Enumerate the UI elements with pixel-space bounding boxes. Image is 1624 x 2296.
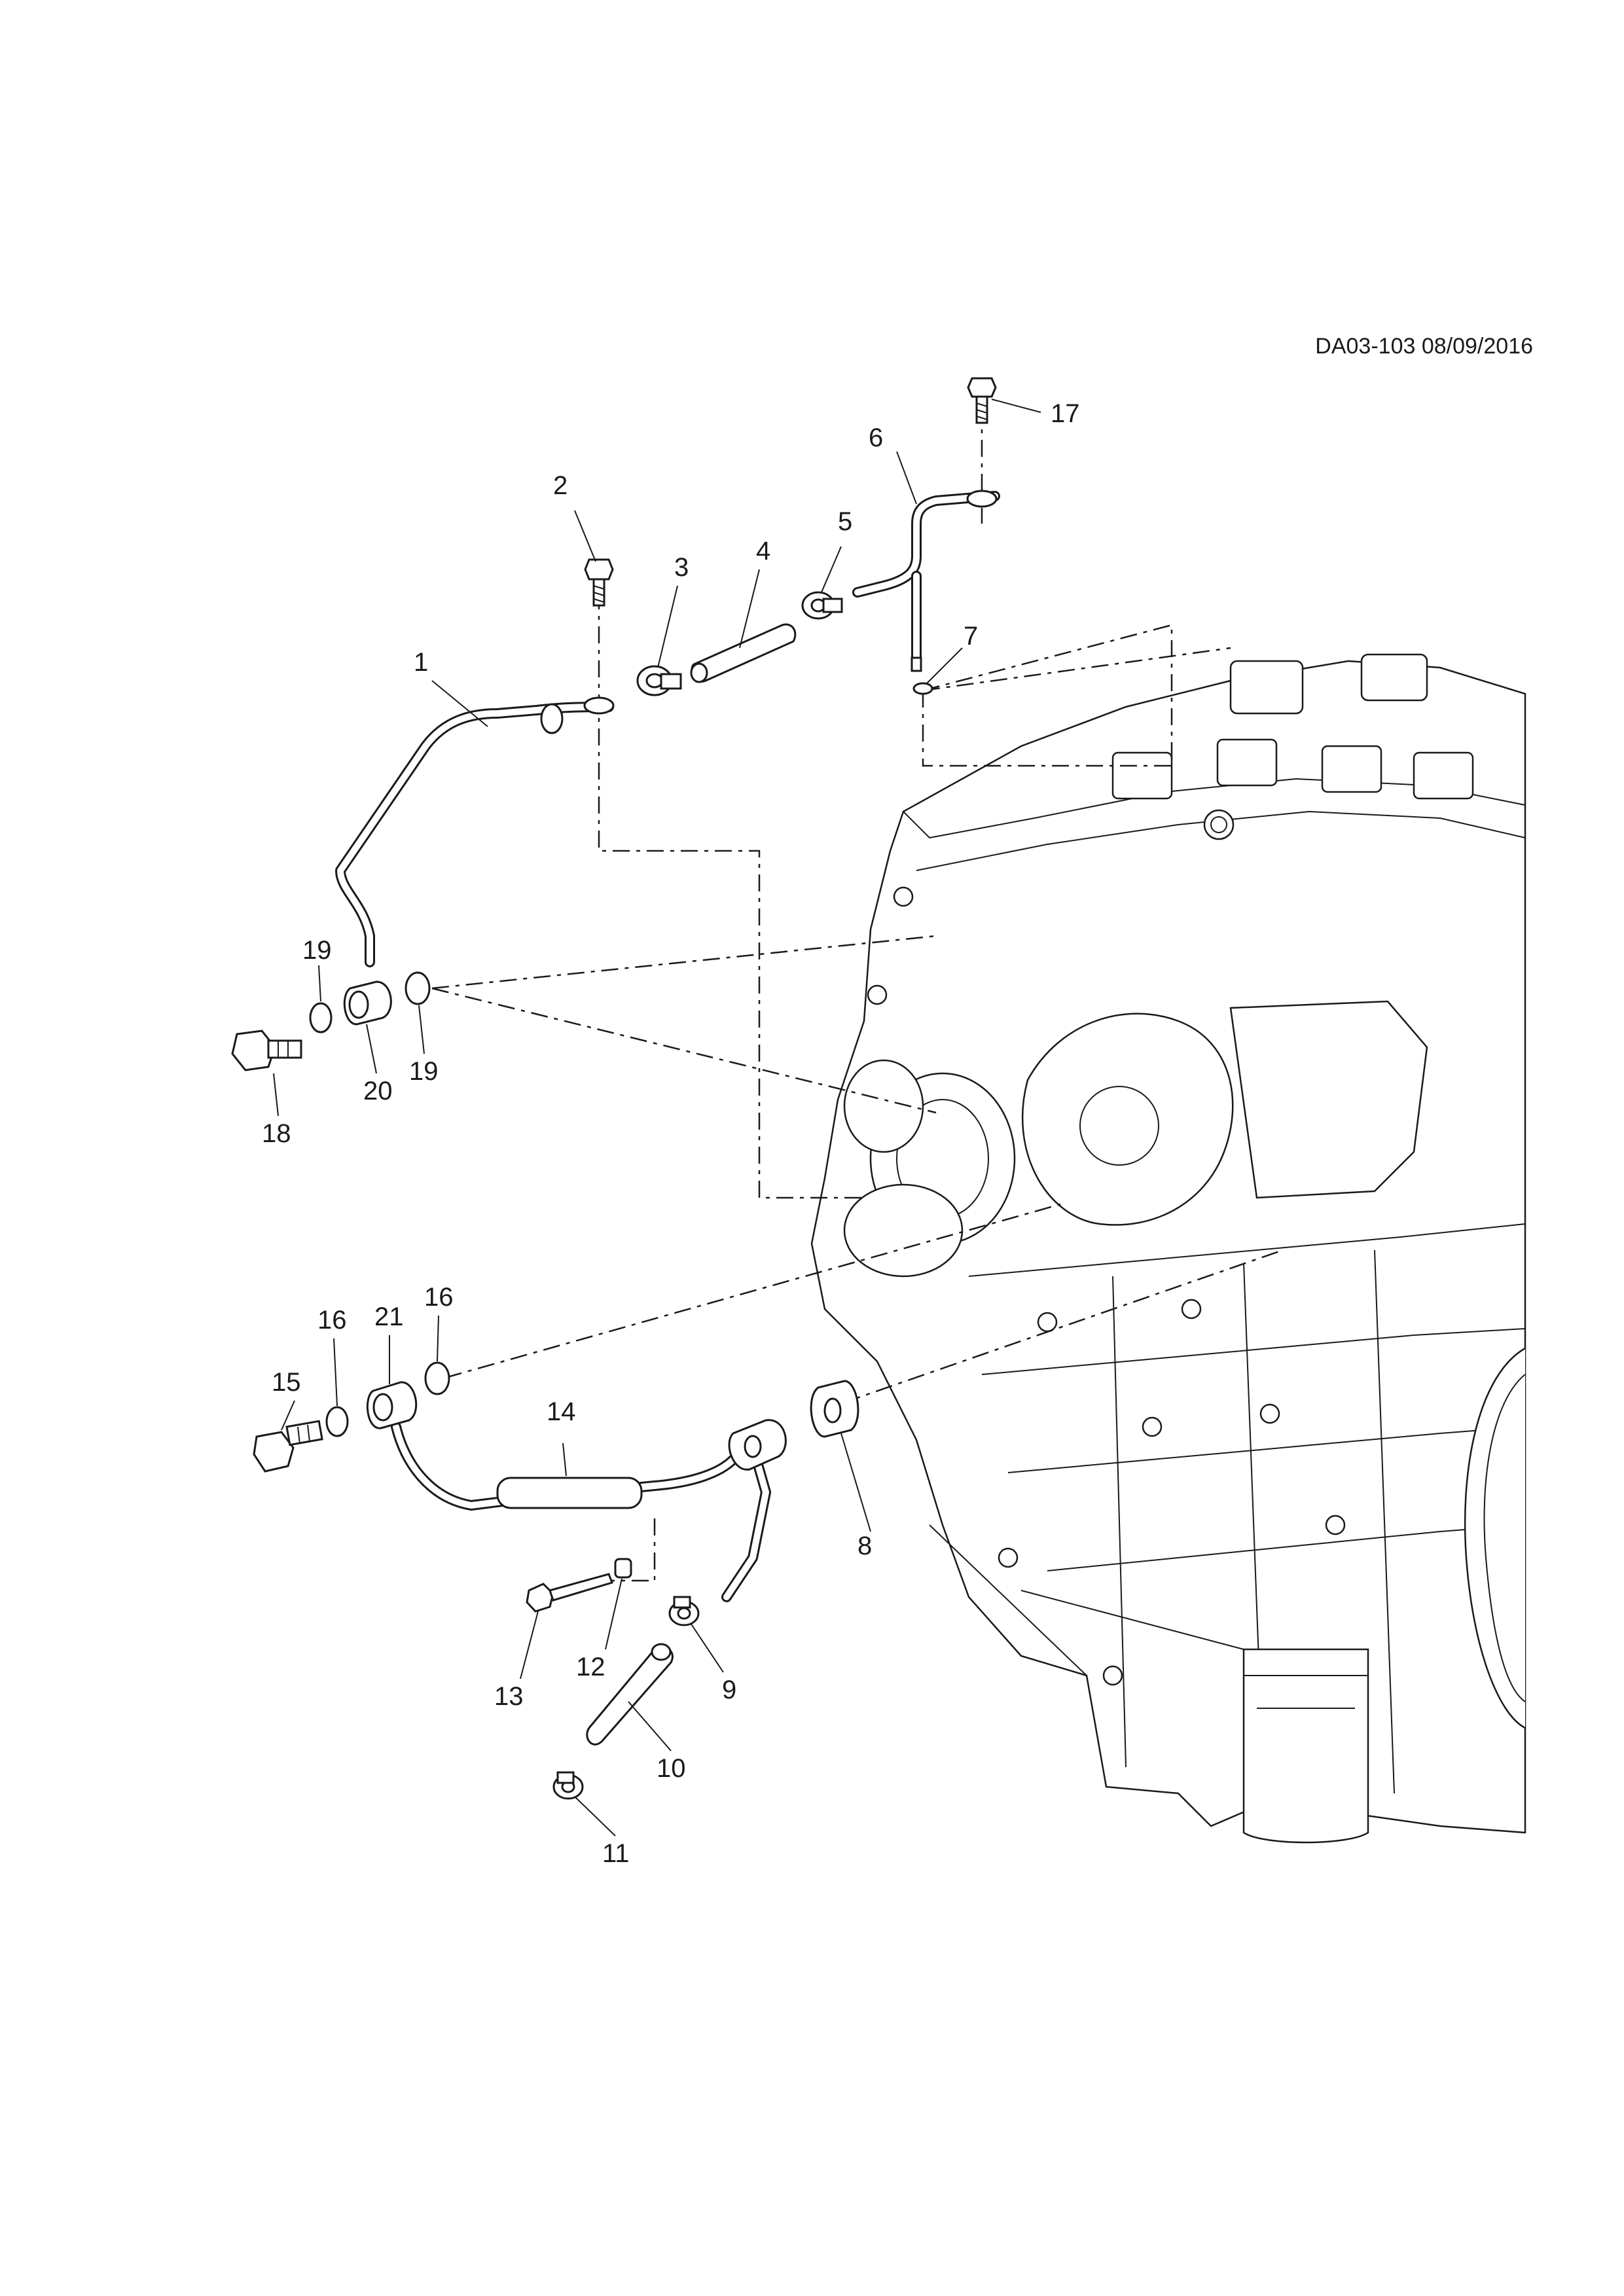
banjo-group-lower	[253, 1361, 450, 1473]
callout-9: 9	[722, 1676, 736, 1704]
part-4-hose	[690, 623, 797, 683]
part-14-oil-return-pipe	[391, 1419, 787, 1602]
part-19-washer-left	[309, 1002, 333, 1033]
part-18-banjo-bolt	[231, 1030, 302, 1071]
banjo-group-upper	[231, 971, 431, 1071]
callout-2: 2	[553, 471, 568, 500]
leader-lines	[273, 399, 1041, 1837]
callout-3: 3	[674, 553, 689, 582]
part-21-banjo-fitting	[366, 1381, 418, 1429]
part-15-banjo-bolt	[253, 1420, 323, 1473]
part-8-gasket	[810, 1380, 859, 1438]
callout-1: 1	[414, 648, 428, 677]
callout-14: 14	[547, 1397, 576, 1426]
callout-8: 8	[857, 1532, 872, 1560]
callout-17: 17	[1051, 399, 1080, 428]
part-9-clamp	[668, 1596, 700, 1626]
part-11-clamp	[552, 1771, 584, 1800]
callout-19-bottom: 19	[409, 1057, 439, 1086]
callout-4: 4	[756, 537, 770, 565]
part-10-hose	[586, 1643, 674, 1746]
part-5-clamp	[801, 591, 843, 620]
callout-16-left: 16	[317, 1306, 347, 1335]
callout-18: 18	[262, 1119, 291, 1148]
part-13-bolt	[526, 1573, 613, 1613]
diagram-reference: DA03-103 08/09/2016	[1315, 334, 1533, 359]
callout-12: 12	[576, 1653, 605, 1681]
part-17-bolt	[967, 377, 997, 424]
engine-assembly	[810, 653, 1526, 1844]
callout-20: 20	[363, 1077, 393, 1105]
callout-21: 21	[374, 1302, 404, 1331]
part-1-oil-feed-pipe	[335, 696, 615, 967]
callout-13: 13	[494, 1682, 524, 1711]
part-20-banjo-fitting	[343, 980, 392, 1026]
callout-6: 6	[869, 423, 883, 452]
callout-15: 15	[272, 1368, 301, 1397]
callout-7: 7	[964, 622, 978, 651]
callout-11: 11	[602, 1839, 630, 1868]
part-6-pipe	[852, 490, 1000, 672]
alignment-lines	[431, 406, 1284, 1582]
part-7-washer	[912, 682, 933, 695]
part-2-bolt	[584, 558, 614, 607]
part-12-bushing	[614, 1558, 632, 1579]
callout-10: 10	[657, 1754, 686, 1783]
part-16-washer-right	[424, 1361, 450, 1395]
callout-16-right: 16	[424, 1283, 454, 1312]
part-3-clamp	[636, 665, 682, 696]
part-19-washer-right	[405, 971, 431, 1005]
callout-5: 5	[838, 507, 852, 536]
callout-19-top: 19	[302, 936, 332, 965]
callout-labels: 1 2 3 4 5 6 7 8 9 10 11 12 13 14 15 16 1…	[262, 399, 1080, 1868]
part-16-washer-left	[325, 1406, 349, 1437]
